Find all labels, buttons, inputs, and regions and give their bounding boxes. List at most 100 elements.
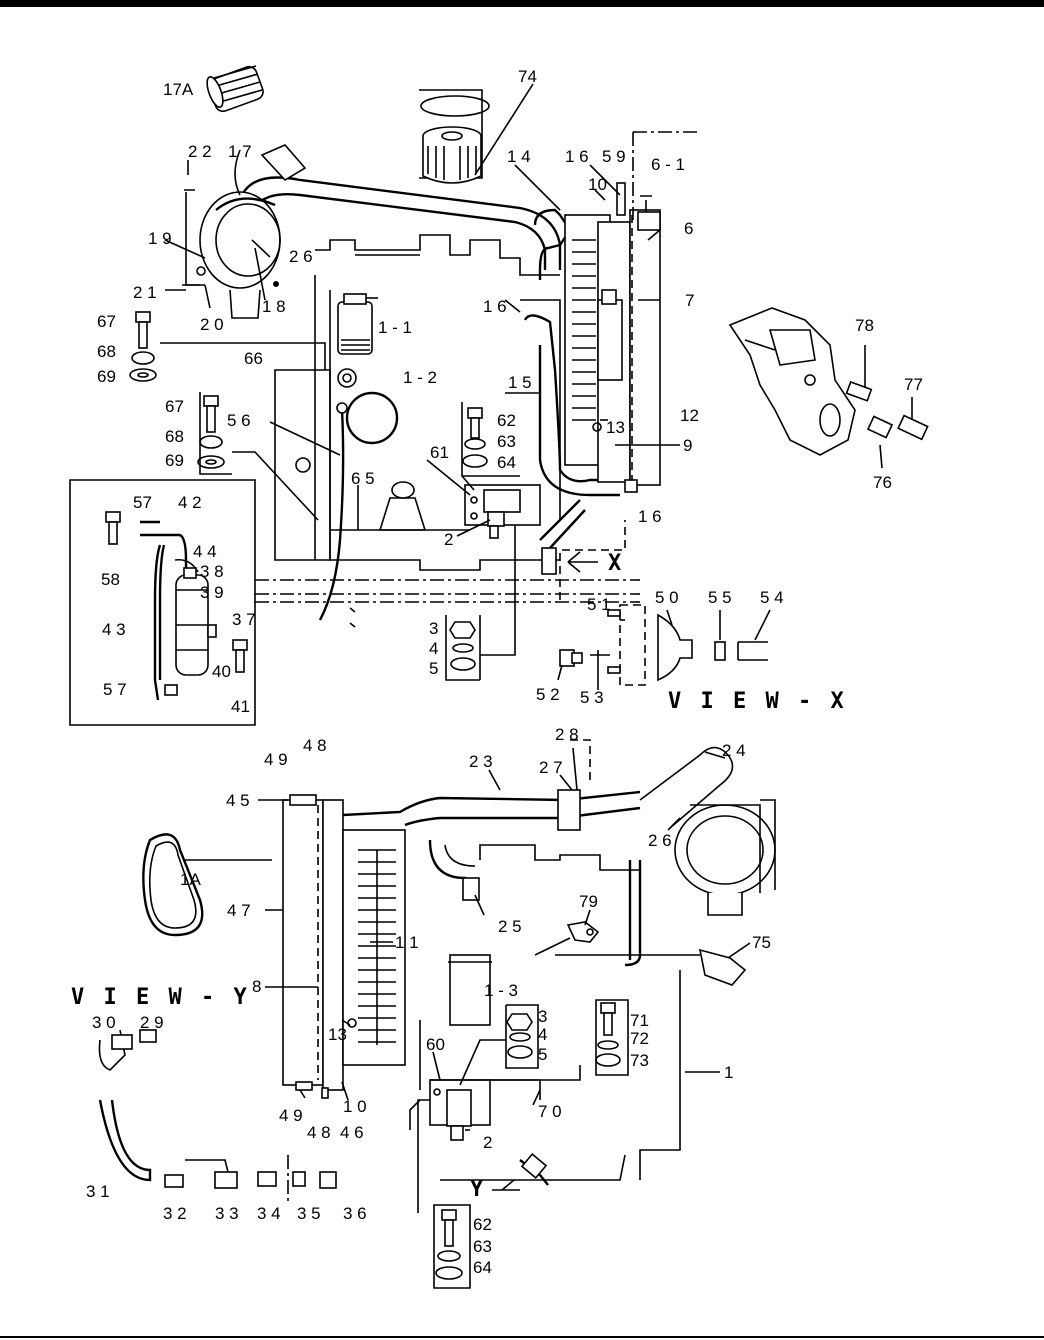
nut-stack-3-4-5-lower: [459, 1004, 539, 1086]
callout-5-top: 5: [429, 659, 438, 678]
callout-48-top: 4 8: [303, 736, 327, 755]
view-x-heading: V I E W - X: [668, 689, 847, 714]
callout-76: 76: [873, 473, 892, 492]
callout-51: 5 1: [587, 595, 611, 614]
view-y-parts: [98, 1029, 337, 1205]
view-arrow-x-label: X: [608, 551, 621, 576]
radiator-grille-upper: [572, 239, 596, 421]
callout-2-bottom: 2: [483, 1133, 492, 1152]
callout-37: 3 7: [232, 610, 256, 629]
callout-68-a: 68: [97, 342, 116, 361]
callout-32: 3 2: [163, 1204, 187, 1223]
callout-67-a: 67: [97, 312, 116, 331]
callout-1: 1: [724, 1063, 733, 1082]
callout-79: 79: [579, 892, 598, 911]
callout-17A: 17A: [163, 80, 194, 99]
callout-70: 7 0: [538, 1102, 562, 1121]
callout-1-3: 1 - 3: [484, 981, 518, 1000]
nut-stack-3-4-5: [445, 525, 516, 681]
air-cleaner-cap: [206, 65, 264, 113]
callout-1-2: 1 - 2: [403, 368, 437, 387]
callout-20: 2 0: [200, 315, 224, 334]
callout-33: 3 3: [215, 1204, 239, 1223]
radiator-upper: [564, 182, 661, 493]
view-arrow-y-label: Y: [470, 1177, 484, 1202]
callout-52: 5 2: [536, 685, 560, 704]
callout-69-b: 69: [165, 451, 184, 470]
callout-4-bottom: 4: [538, 1025, 547, 1044]
callout-13-bottom: 13: [328, 1025, 347, 1044]
callout-6: 6: [684, 219, 693, 238]
callout-10-top: 10: [588, 175, 607, 194]
callout-17: 1 7: [228, 142, 252, 161]
bolt-stack-62-63-64-lower: [417, 1099, 471, 1289]
callout-6-1: 6 - 1: [651, 155, 685, 174]
callout-7: 7: [685, 291, 694, 310]
callout-36: 3 6: [343, 1204, 367, 1223]
callout-43: 4 3: [102, 620, 126, 639]
callout-66: 66: [244, 349, 263, 368]
radiator-grille-lower: [358, 849, 396, 1045]
callout-60: 60: [426, 1035, 445, 1054]
callout-16-top: 1 6: [565, 147, 589, 166]
callout-25: 2 5: [498, 917, 522, 936]
callout-28: 2 8: [555, 725, 579, 744]
view-arrow-x: X: [567, 551, 621, 576]
callout-53: 5 3: [580, 688, 604, 707]
callout-45: 4 5: [226, 791, 250, 810]
lower-engine-assembly: [98, 739, 776, 1289]
callout-57-b: 5 7: [103, 680, 127, 699]
callout-14: 1 4: [507, 147, 531, 166]
callout-26-bottom: 2 6: [648, 831, 672, 850]
bolt-stack-67-68-69: [129, 311, 326, 382]
callout-29: 2 9: [140, 1013, 164, 1032]
callout-22: 2 2: [188, 142, 212, 161]
part-callouts: 17A 7 4 2 2 1 7 1 4 1 6 5 9 6 - 1 10 6 1 …: [71, 67, 923, 1277]
view-arrow-y: Y: [470, 1177, 520, 1202]
callout-67-b: 67: [165, 397, 184, 416]
callout-71: 71: [630, 1011, 649, 1030]
callout-9: 9: [683, 436, 692, 455]
callout-3-bottom: 3: [538, 1007, 547, 1026]
callout-18: 1 8: [262, 297, 286, 316]
callout-5-bottom: 5: [538, 1045, 547, 1064]
callout-2-top: 2: [444, 530, 453, 549]
callout-47: 4 7: [227, 901, 251, 920]
callout-4-top: 4: [429, 639, 438, 658]
callout-31: 3 1: [86, 1182, 110, 1201]
callout-72: 72: [630, 1029, 649, 1048]
callout-15: 1 5: [508, 373, 532, 392]
filter-element: [419, 89, 490, 184]
engine-block-upper: [274, 234, 561, 571]
callout-46: 4 6: [340, 1123, 364, 1142]
callout-10-bottom: 1 0: [343, 1097, 367, 1116]
callout-13-top: 13: [606, 418, 625, 437]
callout-64-b: 64: [473, 1258, 492, 1277]
callout-12: 12: [680, 406, 699, 425]
callout-54: 5 4: [760, 588, 784, 607]
callout-1-1: 1 - 1: [378, 318, 412, 337]
callout-24: 2 4: [722, 741, 746, 760]
callout-75: 75: [752, 933, 771, 952]
view-x-parts: [559, 604, 768, 686]
callout-68-b: 68: [165, 427, 184, 446]
callout-49-top: 4 9: [264, 750, 288, 769]
callout-42: 4 2: [178, 493, 202, 512]
callout-38: 3 8: [200, 562, 224, 581]
callout-57-a: 57: [133, 493, 152, 512]
fuel-filter: [337, 293, 378, 355]
upper-engine-assembly: [182, 65, 700, 628]
callout-78: 78: [855, 316, 874, 335]
bolt-stack-62-63-64: [461, 402, 520, 491]
callout-21: 2 1: [133, 283, 157, 302]
callout-63-a: 63: [497, 432, 516, 451]
callout-49-bottom: 4 9: [279, 1106, 303, 1125]
callout-65: 6 5: [351, 469, 375, 488]
callout-55: 5 5: [708, 588, 732, 607]
callout-64-a: 64: [497, 453, 516, 472]
callout-23: 2 3: [469, 752, 493, 771]
callout-40: 40: [212, 662, 231, 681]
reservoir-assembly-box: [69, 479, 256, 726]
air-cleaner-lower: [674, 799, 776, 916]
